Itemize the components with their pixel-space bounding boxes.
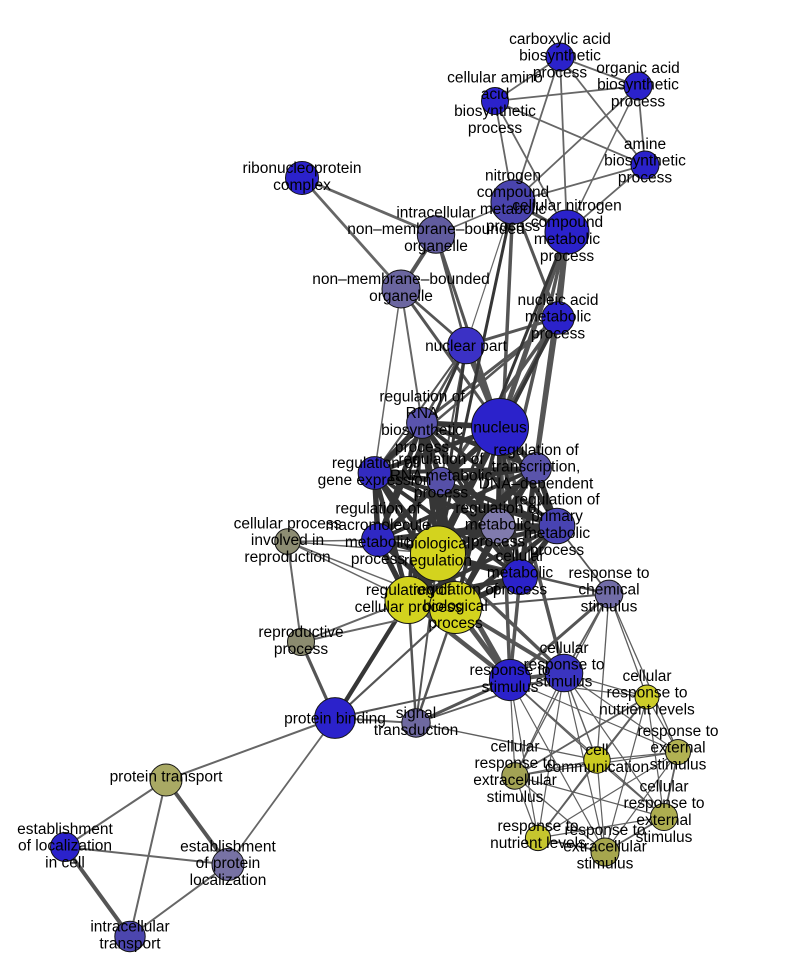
svg-text:protein transport: protein transport [110,769,224,786]
svg-text:nuclear part: nuclear part [425,338,508,355]
svg-text:protein binding: protein binding [284,711,386,728]
svg-text:nucleus: nucleus [473,420,527,437]
